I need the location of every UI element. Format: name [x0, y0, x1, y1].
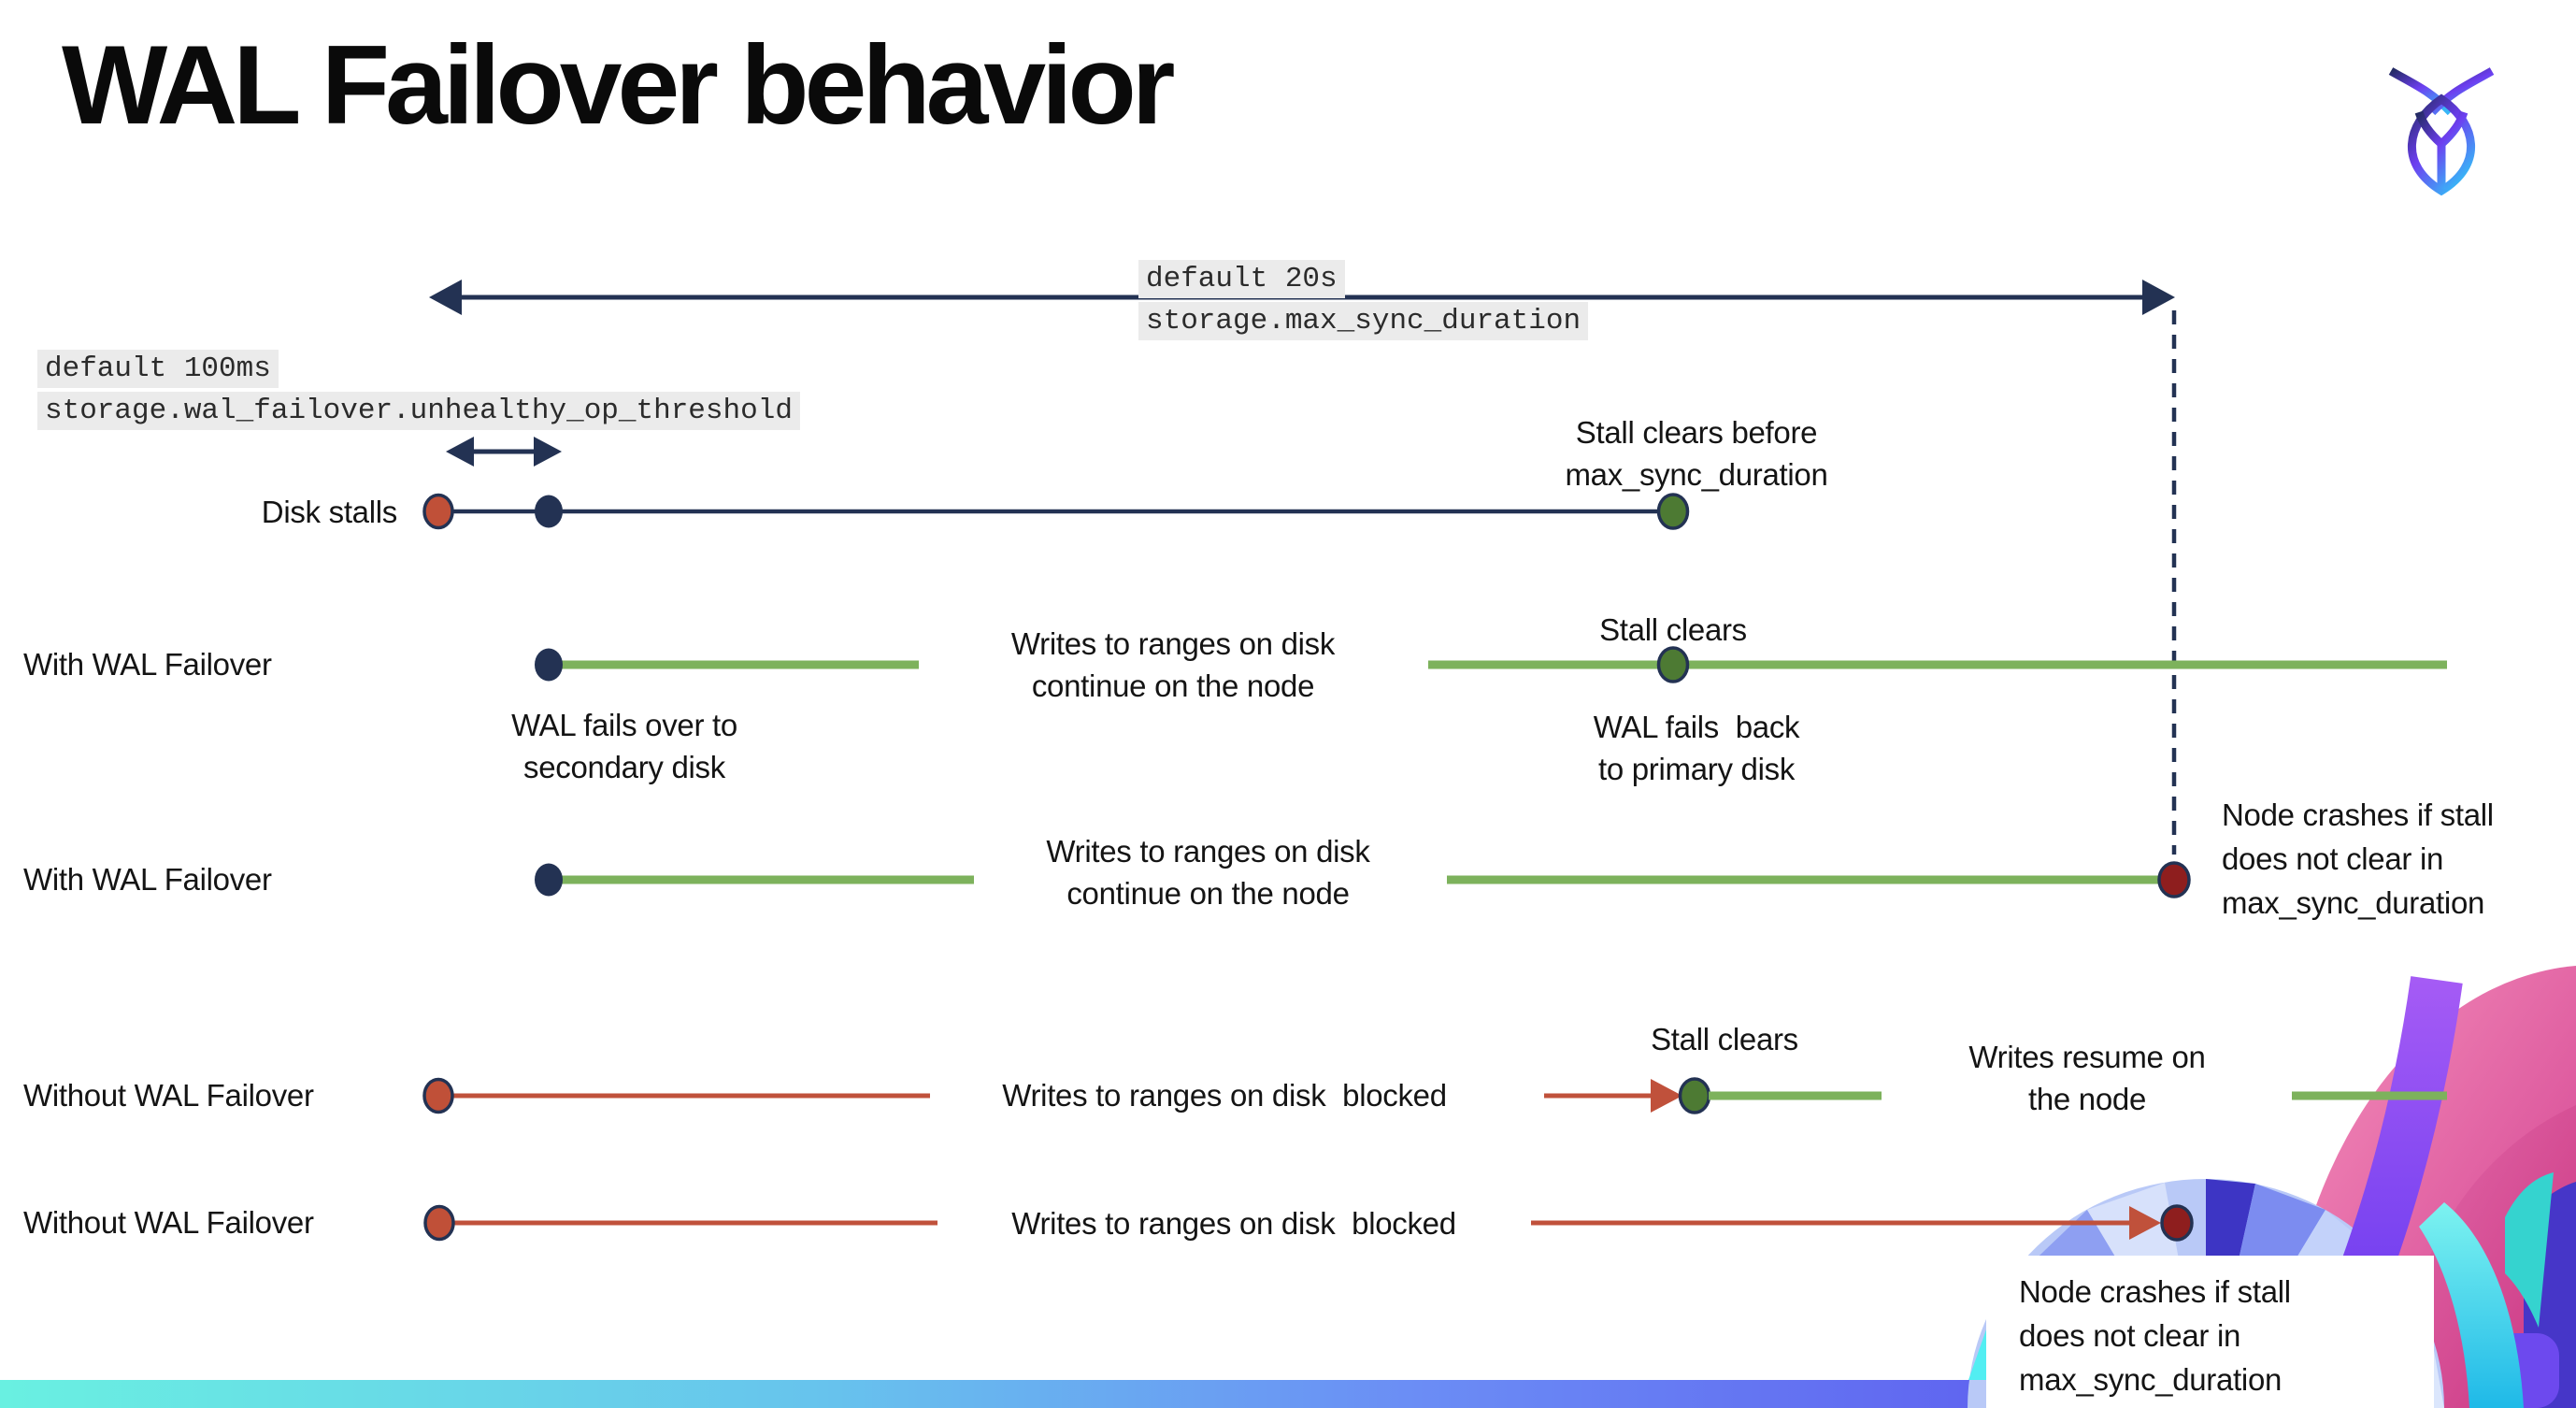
crash-annotation-box — [1986, 1256, 2434, 1408]
red-arrowhead — [2129, 1206, 2161, 1240]
logo-vein — [2414, 110, 2469, 189]
failover-dot — [535, 648, 563, 682]
stall-clears-dot — [1656, 646, 1690, 683]
row-label-without-wal-failover-2: Without WAL Failover — [23, 1205, 314, 1240]
stall-clears-before-annotation: Stall clears before max_sync_duration — [1565, 415, 1828, 492]
node-crash-annotation-2: Node crashes if stall does not clear in … — [2019, 1274, 2291, 1397]
row-label-with-wal-failover-1: With WAL Failover — [23, 647, 272, 682]
timeline-failover-clears — [535, 646, 2447, 683]
writes-resume-annotation: Writes resume on the node — [1968, 1040, 2206, 1116]
timeline-disk-stalls — [422, 493, 1690, 530]
unhealthy-op-config-label: default 100ms storage.wal_failover.unhea… — [37, 350, 800, 431]
timeline-no-failover-clears — [422, 1077, 2447, 1114]
stall-clears-dot — [1656, 493, 1690, 530]
node-crash-dot — [2157, 861, 2191, 898]
cockroachdb-logo-icon — [2388, 67, 2495, 196]
red-arrowhead — [1651, 1079, 1682, 1113]
timeline-no-failover-crash — [423, 1204, 2194, 1242]
unhealthy-op-threshold-span-arrow — [446, 437, 562, 467]
writes-continue-annotation-2: Writes to ranges on disk continue on the… — [1046, 834, 1370, 911]
writes-blocked-annotation-2: Writes to ranges on disk blocked — [1011, 1206, 1456, 1241]
logo-antenna-right — [2428, 67, 2495, 116]
unhealthy-op-default: default 100ms — [37, 350, 279, 389]
stall-clears-dot — [1678, 1077, 1711, 1114]
max-sync-default: default 20s — [1138, 260, 1345, 299]
writes-continue-annotation-1: Writes to ranges on disk continue on the… — [1010, 626, 1336, 703]
failover-dot — [535, 863, 563, 897]
stall-start-dot — [422, 1077, 454, 1114]
threshold-dot — [535, 495, 563, 528]
node-crash-dot — [2160, 1204, 2194, 1242]
row-label-without-wal-failover-1: Without WAL Failover — [23, 1078, 314, 1113]
page-title: WAL Failover behavior — [62, 22, 1175, 148]
max-sync-setting: storage.max_sync_duration — [1138, 302, 1589, 341]
wal-fails-back-annotation: WAL fails back to primary disk — [1593, 710, 1800, 786]
stall-clears-annotation-2: Stall clears — [1651, 1022, 1798, 1056]
logo-body — [2407, 93, 2476, 196]
node-crash-annotation-1: Node crashes if stall does not clear in … — [2222, 797, 2494, 920]
timeline-failover-crash — [535, 861, 2191, 898]
max-sync-config-label: default 20s storage.max_sync_duration — [1138, 260, 1589, 341]
unhealthy-op-setting: storage.wal_failover.unhealthy_op_thresh… — [37, 392, 800, 431]
cyan-crescent — [2419, 1202, 2524, 1408]
stall-start-dot — [422, 493, 454, 530]
stall-start-dot — [423, 1204, 455, 1242]
writes-blocked-annotation-1: Writes to ranges on disk blocked — [1002, 1078, 1447, 1113]
row-label-disk-stalls: Disk stalls — [261, 495, 398, 529]
stall-clears-annotation-1: Stall clears — [1599, 612, 1747, 647]
row-label-with-wal-failover-2: With WAL Failover — [23, 862, 272, 897]
teal-shard — [2505, 1172, 2554, 1328]
wal-fails-over-annotation: WAL fails over to secondary disk — [511, 708, 737, 784]
